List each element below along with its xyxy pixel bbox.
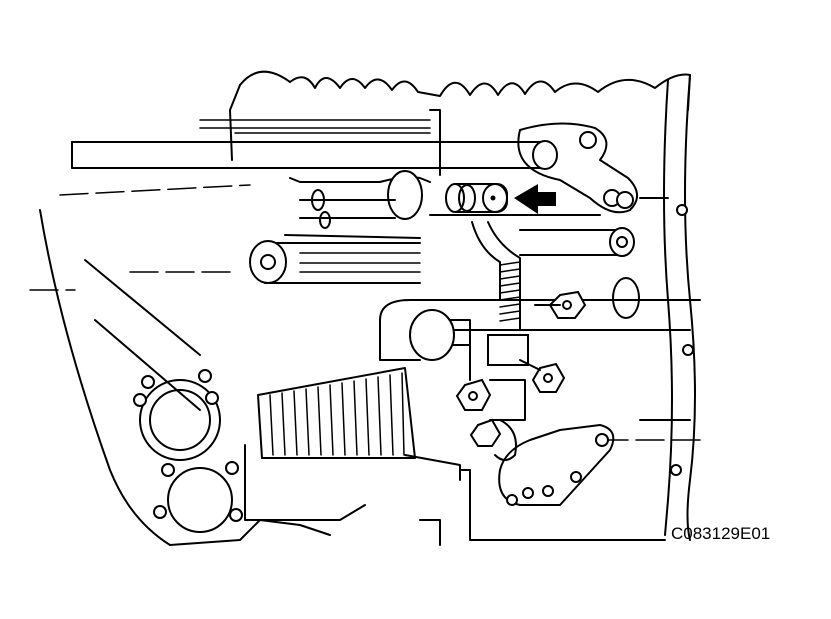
- figure-code-label: C083129E01: [671, 524, 771, 543]
- valve-body-center: [249, 170, 701, 381]
- valve-body-left: [39, 209, 331, 546]
- case-top-edge: [229, 70, 691, 161]
- manual-valve-spool: [445, 183, 508, 213]
- manual-valve-shaft: [71, 109, 558, 176]
- dashed-guides: [29, 184, 701, 441]
- indicator-arrow: [514, 184, 556, 214]
- lower-bracket: [419, 419, 691, 546]
- case-right-wall: [663, 74, 696, 541]
- finned-block: [244, 367, 461, 521]
- bolts: [455, 290, 587, 461]
- detent-lever: [517, 122, 669, 214]
